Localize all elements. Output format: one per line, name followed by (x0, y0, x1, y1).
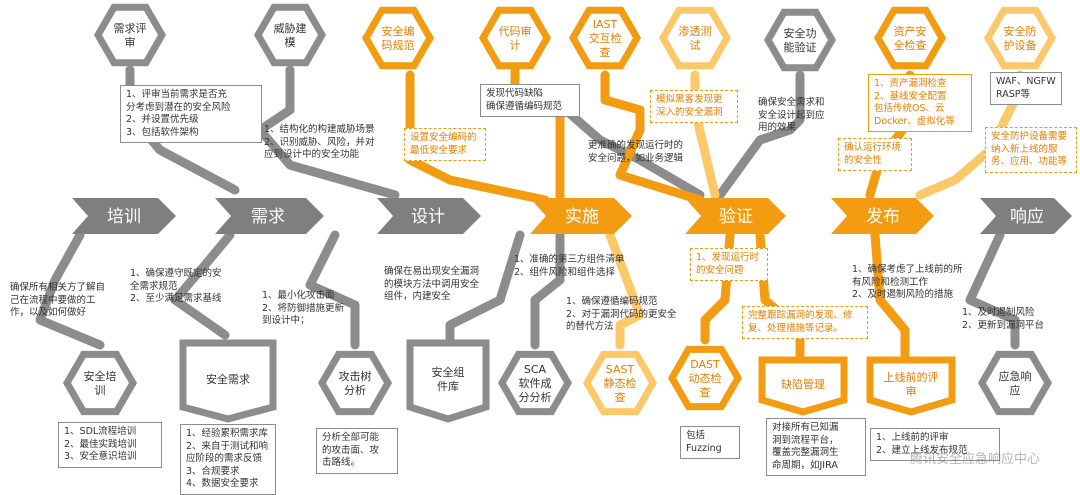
stage-release-label: 发布 (866, 207, 900, 227)
note-code-audit: 发现代码缺陷 确保遵循编码规范 (480, 84, 580, 117)
note-secure-coding: 设置安全编码的 最低安全要求 (404, 128, 486, 161)
stage-implementation-label: 实施 (565, 207, 599, 227)
hexagon-pentest (658, 6, 732, 70)
stage-response (980, 198, 1072, 234)
hexagon-dast (667, 345, 743, 411)
hexagon-code-audit (478, 6, 552, 70)
connector-secure-coding (405, 70, 550, 205)
stage-verification (685, 198, 786, 234)
hexagon-iast (568, 6, 642, 70)
note-dast: 包括Fuzzing (680, 426, 740, 459)
stage-training-label: 培训 (107, 207, 141, 227)
stage-implementation (530, 198, 632, 234)
connector-response (965, 230, 1020, 350)
note-attack-surface: 1、最小化攻击面 2、将防御措施更新 到设计中； (262, 290, 345, 326)
note-requirements: 1、确保遵守既定的安 全需求规范 2、至少满足需求基线 (130, 268, 222, 304)
hexagon-func-verify (763, 8, 837, 72)
connector-func-verify (715, 70, 805, 200)
connector-sca (530, 230, 565, 350)
connector-prelaunch-review (870, 230, 910, 360)
hexagon-defense-device-label: 安全防护设备 (1004, 24, 1037, 52)
connector-iast (600, 70, 705, 205)
hexagon-secure-coding (361, 6, 435, 70)
note-iast: 更准确的发现运行时的 安全问题，如业务逻辑 (588, 140, 684, 164)
hexagon-sast (582, 350, 658, 416)
hexagon-req-review-label: 需求评审 (114, 22, 147, 49)
connector-code-audit-gray (555, 100, 705, 200)
note-verify-a: 1、发现运行时 的安全问题 (690, 248, 768, 281)
connector-component-lib (445, 230, 525, 345)
note-asset-check-b: 确认运行环境 的安全性 (838, 138, 912, 171)
hexagon-code-audit-label: 代码审计 (499, 24, 532, 52)
pentagon-sec-component-lib (406, 339, 490, 423)
note-training: 确保所有相关方了解自 己在流程中要做的工 作，以及如何做好 (10, 282, 106, 318)
stage-design (377, 198, 481, 234)
connector-sec-requirements (170, 230, 235, 340)
pentagon-sec-requirements (179, 339, 277, 423)
pentagon-sec-component-lib-label: 安全组件库 (432, 365, 465, 393)
hexagon-sec-training (62, 350, 138, 416)
watermark: 腾讯安全应急响应中心 (910, 452, 1041, 467)
note-response: 1、及时遏制风险 2、更新到漏洞平台 (962, 307, 1045, 331)
hexagon-sca (497, 350, 573, 416)
hexagon-emergency (977, 350, 1053, 416)
note-req-review: 1、评审当前需求是否充 分考虑到潜在的安全风险 2、并设置优先级 3、包括软件架… (120, 85, 262, 143)
pentagon-prelaunch-review-label: 上线前的评审 (884, 370, 939, 398)
note-impl-a: 1、准确的第三方组件清单 2、组件风险和组件选择 (514, 254, 625, 278)
note-defense-device-a: WAF、NGFW RASP等 (990, 72, 1062, 105)
pentagon-sec-requirements-label: 安全需求 (206, 372, 250, 386)
pentagon-defect-mgmt (758, 356, 848, 416)
note-design-lib: 确保在易出现安全漏洞 的模块方法中调用安全 组件，内建安全 (384, 266, 480, 302)
stage-requirements-label: 需求 (251, 207, 285, 227)
stage-verification-label: 验证 (719, 207, 753, 227)
hexagon-secure-coding-label: 安全编码规范 (382, 24, 415, 52)
hexagon-sec-training-label: 安全培训 (84, 369, 117, 397)
hexagon-attack-tree (317, 350, 393, 416)
note-impl-b: 1、确保遵循编码规范 2、对于漏洞代码的更安全 的替代方法 (566, 296, 677, 332)
connector-lines (35, 65, 1025, 360)
hexagon-emergency-label: 应急响应 (999, 369, 1032, 397)
stage-design-label: 设计 (411, 207, 445, 227)
hexagon-pentest-label: 渗透测试 (679, 24, 712, 52)
hexagon-asset-check (873, 6, 947, 70)
note-prelaunch-review: 1、上线前的评审 2、建立上线发布规范 (870, 428, 1000, 461)
note-threat-modeling: 1、结构化的构建威胁场景 2、识别威胁、风险，并对 应到设计中的安全功能 (264, 124, 375, 160)
connector-sast (605, 230, 645, 350)
hexagon-req-review (93, 3, 167, 67)
stage-requirements (215, 198, 324, 234)
note-defense-device-b: 安全防护设备需要 纳入新上线的服 务、应用、功能等 (985, 127, 1077, 173)
connector-sec-training (35, 230, 105, 350)
note-verify-b: 完整跟踪漏洞的发现、修 复、处理措施等记录。 (742, 306, 868, 339)
note-defect-mgmt: 对接所有已知漏 洞到流程平台， 覆盖完整漏洞生 命周期，如JIRA (766, 418, 866, 476)
stage-release (831, 198, 934, 234)
hexagon-attack-tree-label: 攻击树分析 (339, 369, 372, 397)
hexagon-func-verify-label: 安全功能验证 (784, 26, 817, 54)
note-attack-tree: 分析全部可能 的攻击面、攻 击路线。 (316, 428, 398, 474)
hexagon-asset-check-label: 资产安全检查 (894, 24, 927, 52)
note-sec-training: 1、SDL流程培训 2、最佳实践培训 3、安全意识培训 (58, 422, 162, 468)
note-func-verify: 确保安全需求和 安全设计起到应 用的效果 (758, 97, 825, 133)
note-sec-requirements: 1、经验累积需求库 2、来自于测试和响 应阶段的需求反馈 3、合规要求 4、数据… (180, 424, 276, 495)
hexagon-defense-device (983, 6, 1057, 70)
note-asset-check-a: 1、资产漏洞检查 2、基线安全配置 包括传统OS、云 Docker、虚拟化等 (868, 74, 972, 132)
note-release: 1、确保考虑了上线前的所 有风险和检测工作 2、及时遏制风险的措施 (852, 264, 963, 300)
connector-attack-tree (305, 230, 360, 350)
pentagon-prelaunch-review (866, 356, 956, 416)
stage-training (72, 198, 176, 234)
hexagon-threat-modeling (253, 3, 327, 67)
hexagon-threat-modeling-label: 威胁建模 (274, 21, 307, 49)
stage-response-label: 响应 (1010, 207, 1044, 227)
stage-backbone: 培训 需求 设计 实施 验证 发布 响应 (72, 198, 1072, 234)
note-pentest: 模拟黑客发现更 深入的安全漏洞 (650, 90, 738, 123)
pentagon-defect-mgmt-label: 缺陷管理 (781, 377, 825, 391)
